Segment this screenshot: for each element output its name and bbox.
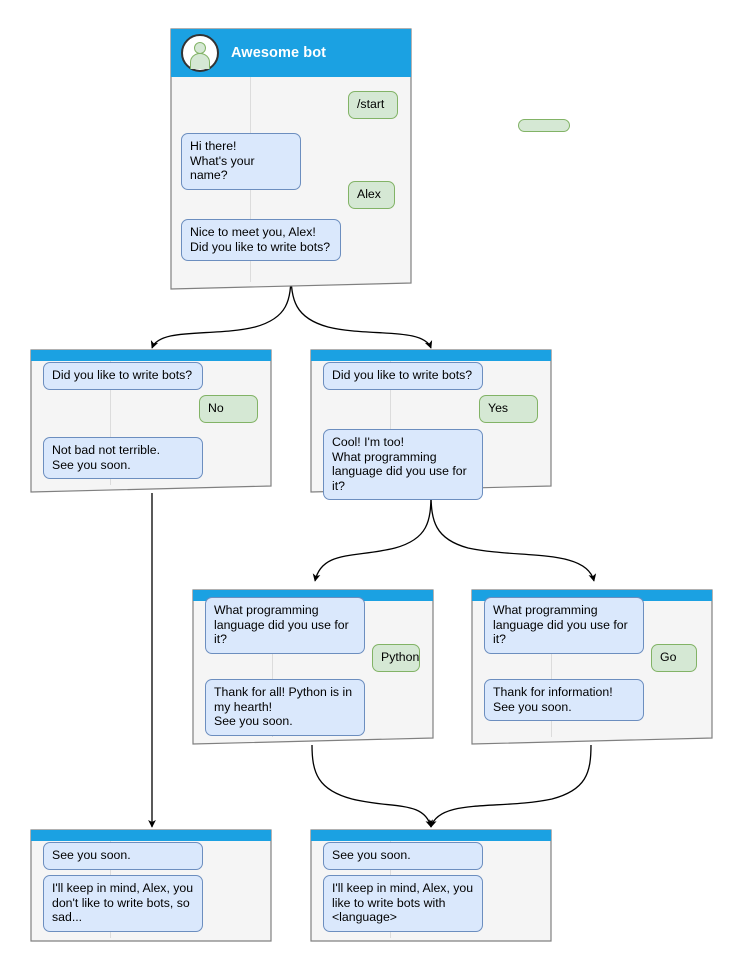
window-body: Awesome bot /start Hi there! What's your… bbox=[170, 28, 570, 290]
window-header bbox=[193, 590, 433, 601]
window-body: Did you like to write bots? No Not bad n… bbox=[30, 349, 272, 493]
window-seam bbox=[110, 361, 111, 485]
window-seam bbox=[272, 601, 273, 737]
window-header bbox=[472, 590, 712, 601]
window-header bbox=[311, 830, 551, 841]
chat-bubble-bot: Did you like to write bots? bbox=[43, 362, 203, 390]
window-header bbox=[31, 830, 271, 841]
header-title: Awesome bot bbox=[231, 45, 327, 61]
window-body: See you soon. I'll keep in mind, Alex, y… bbox=[310, 829, 552, 942]
chat-bubble-bot: See you soon. bbox=[323, 842, 483, 870]
chat-bubble-bot: What programming language did you use fo… bbox=[205, 597, 365, 654]
chat-bubble-bot: I'll keep in mind, Alex, you like to wri… bbox=[323, 875, 483, 932]
edge-branch-yes-to-lang-go bbox=[430, 492, 597, 582]
chat-bubble-user bbox=[518, 119, 570, 132]
chat-bubble-bot: See you soon. bbox=[43, 842, 203, 870]
chat-bubble-bot: Not bad not terrible. See you soon. bbox=[43, 437, 203, 480]
chat-bubble-bot: Nice to meet you, Alex! Did you like to … bbox=[181, 219, 341, 262]
chat-bubble-user: /start bbox=[348, 91, 398, 119]
user-avatar-icon bbox=[181, 34, 219, 72]
chat-window-branch-no[interactable]: Did you like to write bots? No Not bad n… bbox=[30, 349, 272, 493]
chat-bubble-user: Python bbox=[372, 644, 420, 672]
chat-window-end-happy[interactable]: See you soon. I'll keep in mind, Alex, y… bbox=[310, 829, 552, 942]
chat-bubble-bot: Cool! I'm too! What programming language… bbox=[323, 429, 483, 501]
chat-window-branch-yes[interactable]: Did you like to write bots? Yes Cool! I'… bbox=[310, 349, 552, 501]
chat-bubble-bot: Did you like to write bots? bbox=[323, 362, 483, 390]
chat-bubble-bot: Thank for all! Python is in my hearth! S… bbox=[205, 679, 365, 736]
window-header bbox=[311, 350, 551, 361]
chat-bubble-bot: Thank for information! See you soon. bbox=[484, 679, 644, 722]
window-seam bbox=[390, 361, 391, 485]
chat-window-lang-python[interactable]: What programming language did you use fo… bbox=[192, 589, 434, 745]
chat-bubble-user: Alex bbox=[348, 181, 395, 209]
chat-window-start[interactable]: Awesome bot /start Hi there! What's your… bbox=[170, 28, 570, 290]
chat-bubble-bot: Hi there! What's your name? bbox=[181, 133, 301, 190]
window-body: See you soon. I'll keep in mind, Alex, y… bbox=[30, 829, 272, 942]
window-body: Did you like to write bots? Yes Cool! I'… bbox=[310, 349, 552, 501]
chat-bubble-bot: What programming language did you use fo… bbox=[484, 597, 644, 654]
window-header bbox=[31, 350, 271, 361]
chat-bubble-user: Yes bbox=[479, 395, 538, 423]
edge-lang-go-to-end-happy bbox=[429, 744, 592, 828]
chat-bubble-user: Go bbox=[651, 644, 697, 672]
window-seam bbox=[551, 601, 552, 737]
edge-branch-yes-to-lang-python bbox=[312, 492, 432, 582]
chat-bubble-user: No bbox=[199, 395, 258, 423]
chat-window-end-sad[interactable]: See you soon. I'll keep in mind, Alex, y… bbox=[30, 829, 272, 942]
window-body: What programming language did you use fo… bbox=[471, 589, 713, 745]
chat-window-lang-go[interactable]: What programming language did you use fo… bbox=[471, 589, 713, 745]
edge-lang-python-to-end-happy bbox=[311, 744, 434, 828]
window-body: What programming language did you use fo… bbox=[192, 589, 434, 745]
chat-bubble-bot: I'll keep in mind, Alex, you don't like … bbox=[43, 875, 203, 932]
window-header: Awesome bot bbox=[171, 29, 411, 77]
